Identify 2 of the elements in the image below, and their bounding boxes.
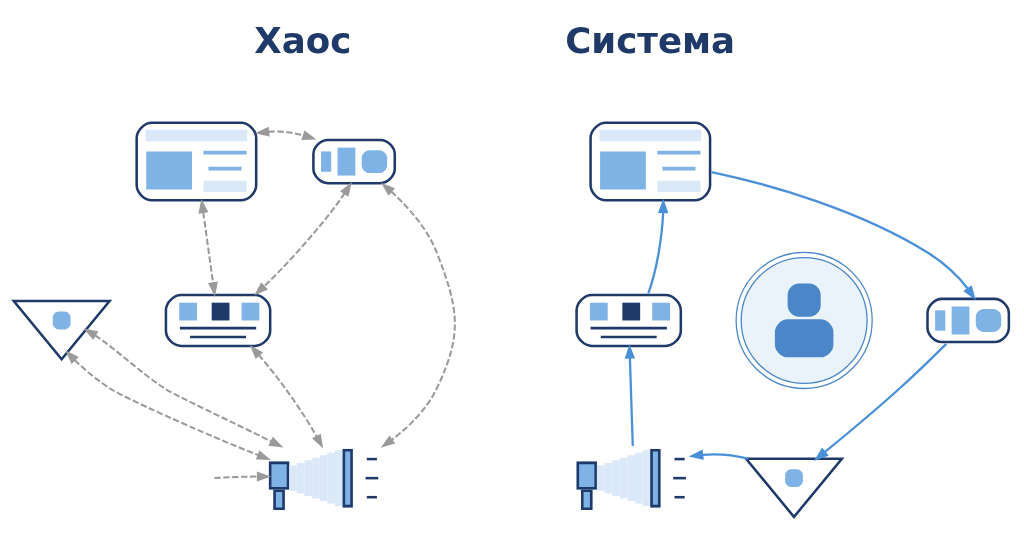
label: Система [565,20,736,62]
label: Хаос [254,20,352,62]
